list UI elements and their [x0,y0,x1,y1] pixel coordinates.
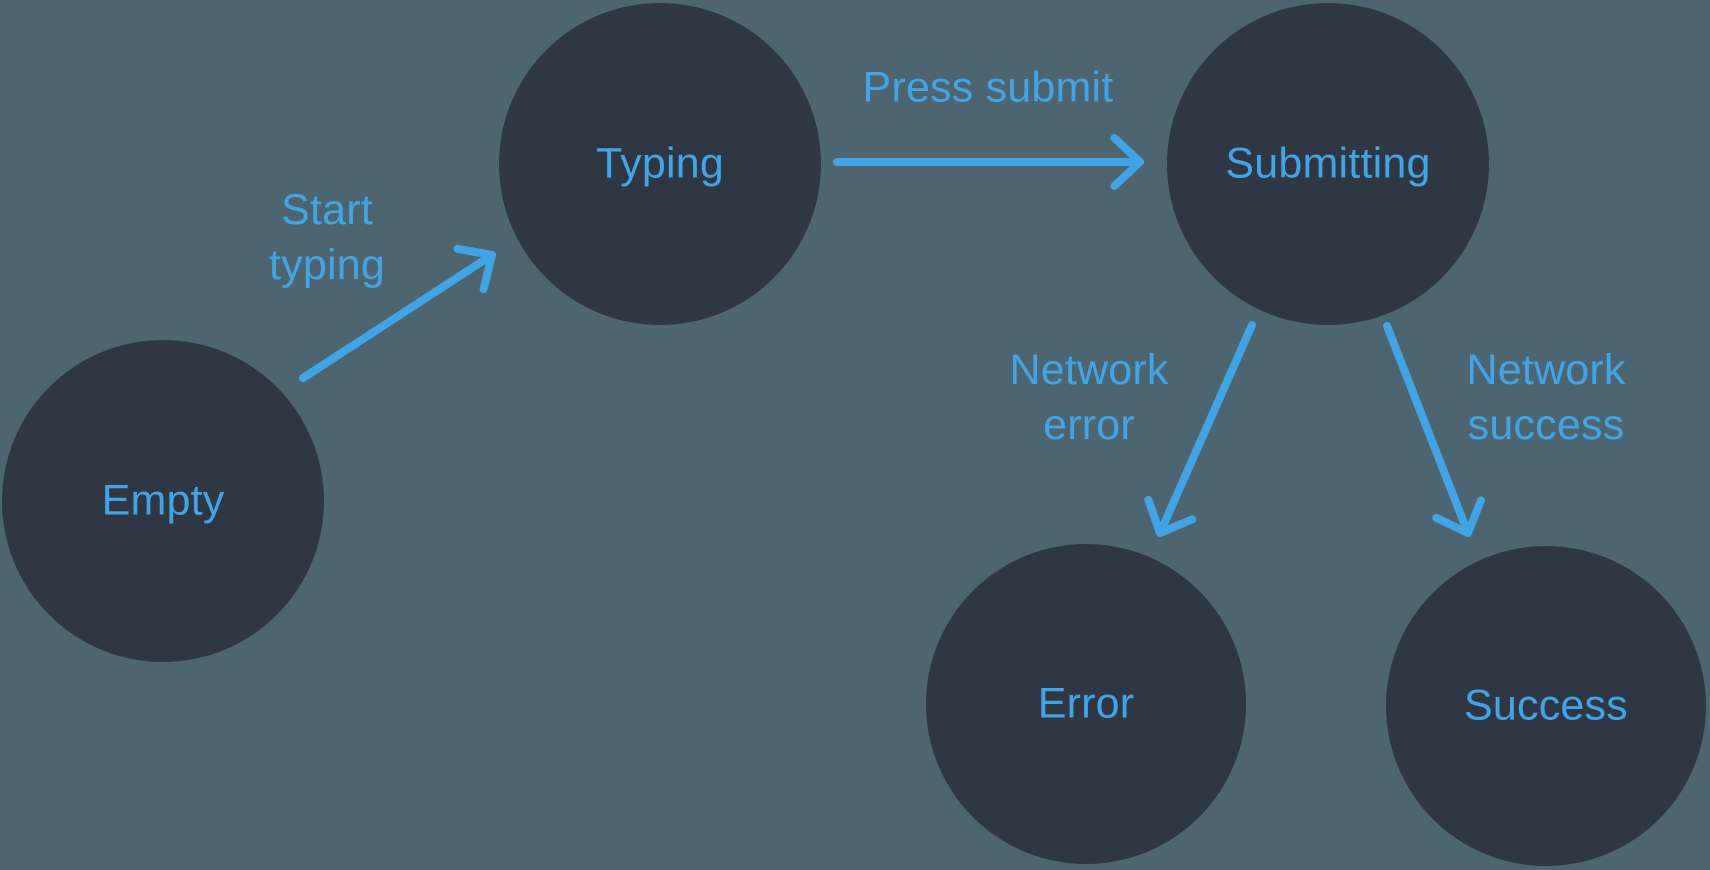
transition-label-line: Network [1466,346,1626,394]
state-label-text: Submitting [1225,139,1431,188]
transition-label-line: error [1043,401,1135,449]
transition-label-press-submit: Press submit [863,61,1114,116]
states-layer [2,3,1706,866]
transition-label-network-success: Network success [1466,343,1625,453]
transition-label-start-typing: Start typing [269,183,385,293]
state-label-text: Success [1464,681,1628,730]
transition-label-line: Start [281,186,373,234]
state-label-text: Error [1037,679,1135,728]
state-label-submitting: Submitting [1225,137,1430,192]
transitions-layer [299,134,1486,537]
state-node-error [926,544,1246,864]
state-label-text: Typing [596,139,724,188]
state-label-error: Error [1038,677,1135,732]
transition-label-line: Press submit [862,63,1114,112]
state-label-empty: Empty [102,474,225,529]
state-node-typing [499,3,821,325]
transition-label-line: Network [1009,346,1169,394]
state-label-success: Success [1464,679,1628,734]
transition-arrow-network-success [1383,322,1486,537]
state-node-success [1386,546,1706,866]
transition-label-line: success [1467,401,1625,449]
transition-label-line: typing [269,241,385,289]
transition-arrow-network-error [1144,321,1256,537]
state-node-empty [2,340,324,662]
state-label-text: Empty [101,476,225,525]
state-label-typing: Typing [596,137,724,192]
transition-label-network-error: Network error [1009,343,1168,453]
state-node-submitting [1167,3,1489,325]
transition-arrow-start-typing [299,244,496,382]
